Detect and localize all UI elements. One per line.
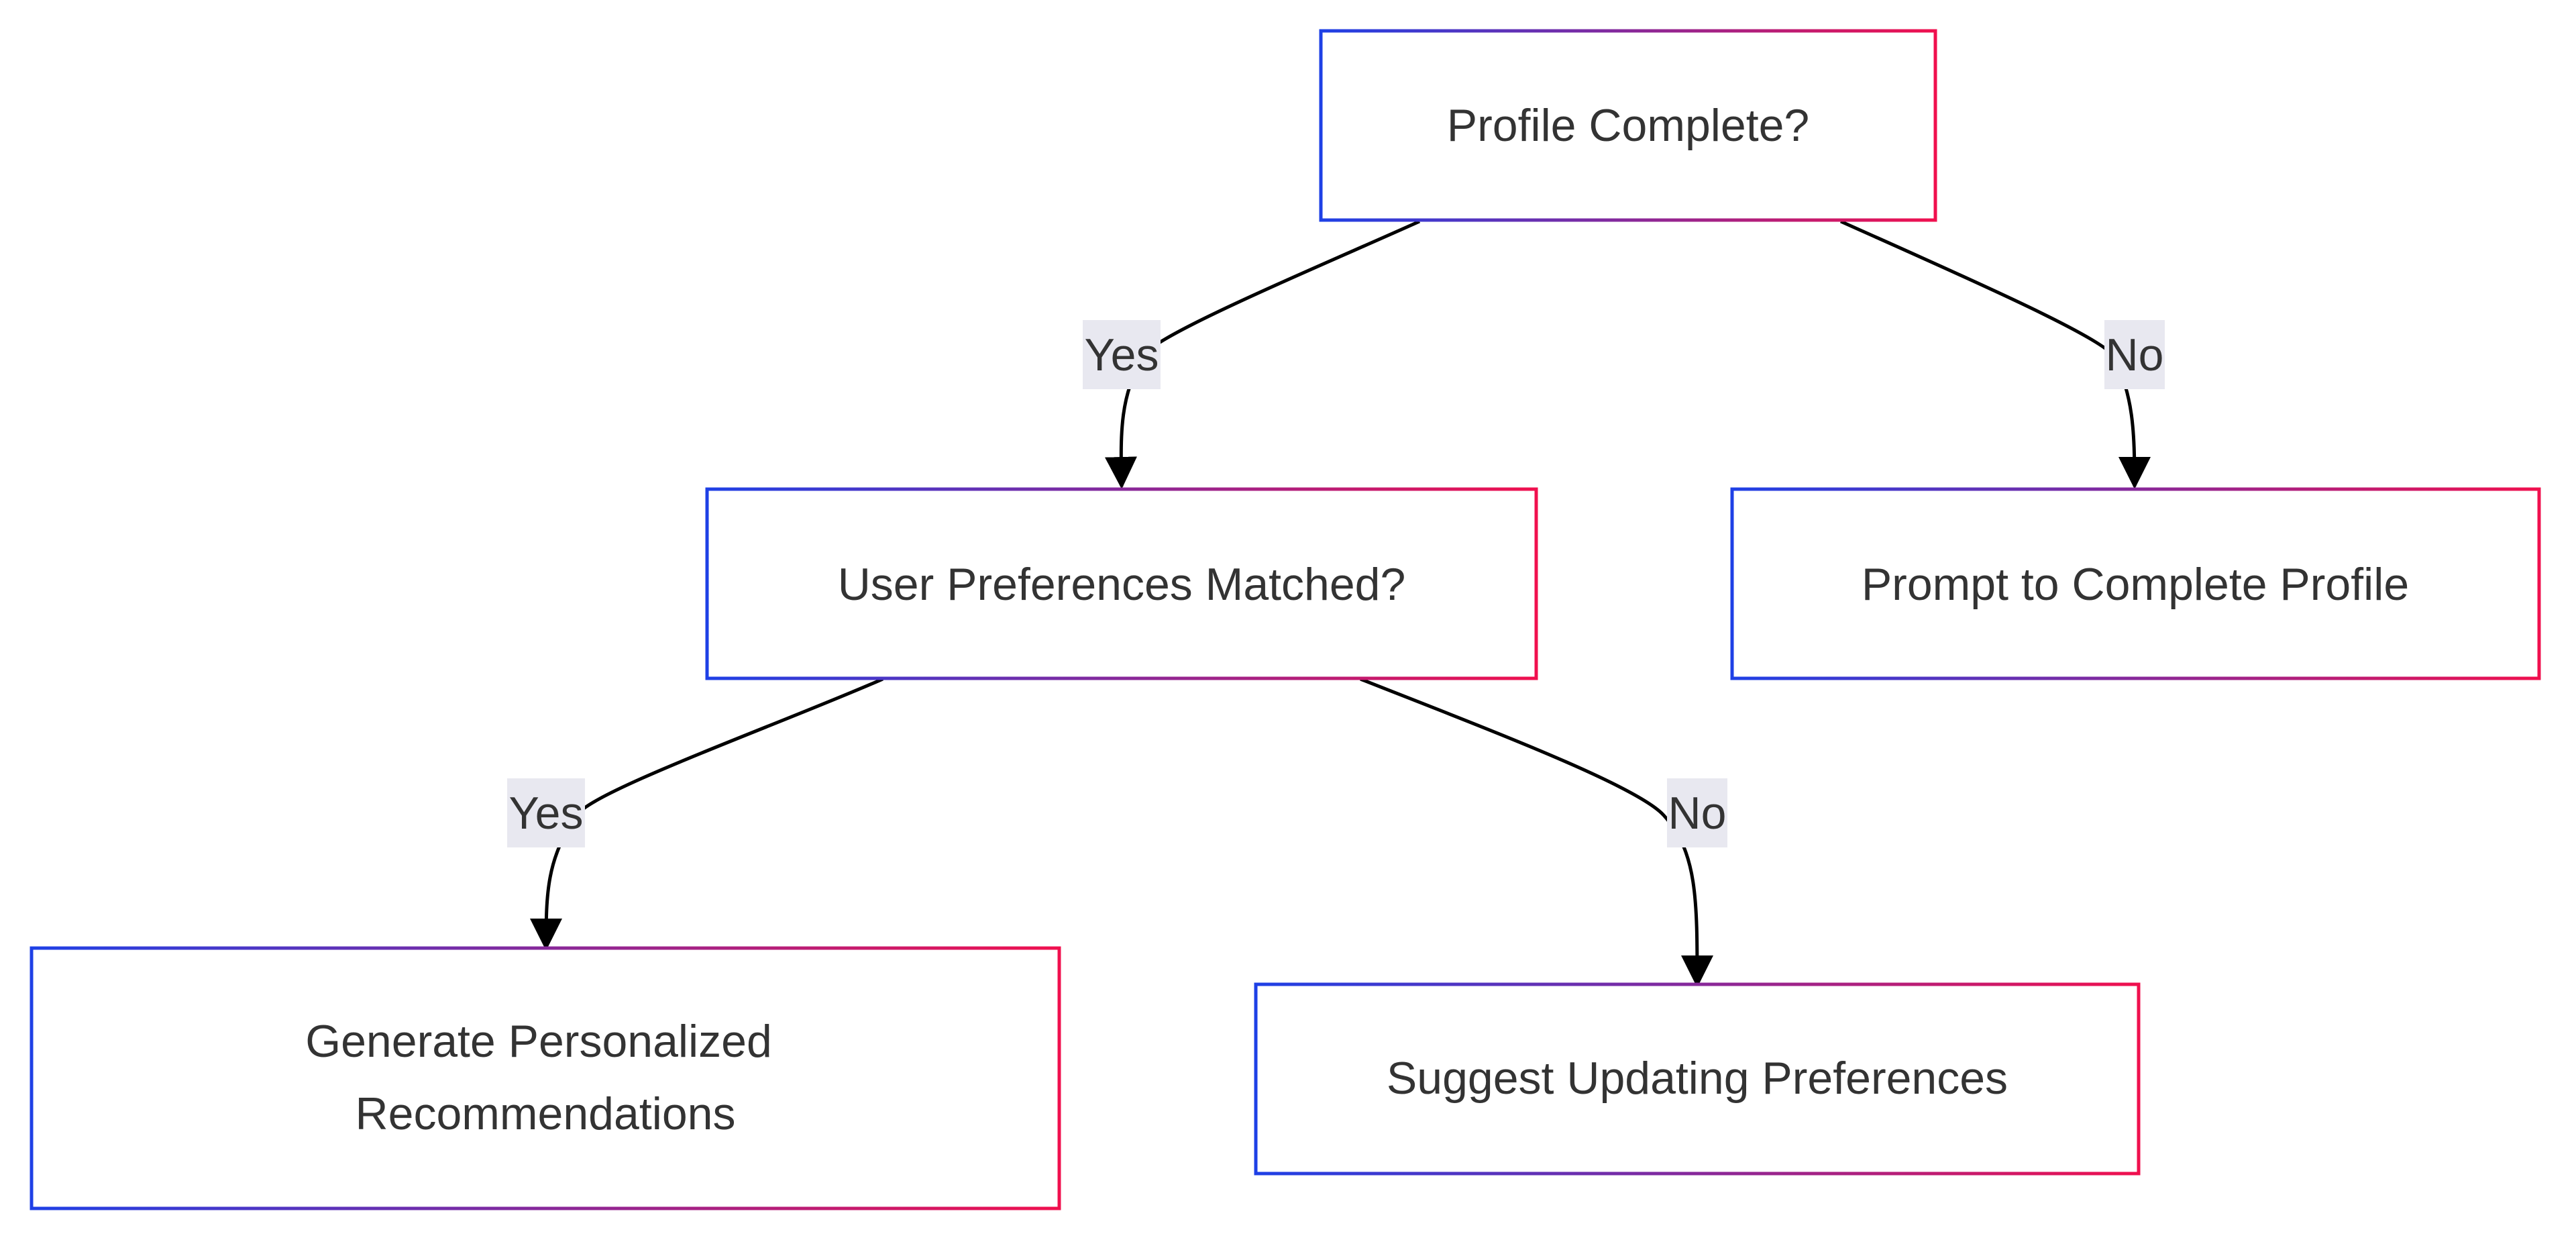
node-profile-complete: Profile Complete?: [1319, 29, 1937, 222]
node-preferences-matched: User Preferences Matched?: [705, 487, 1538, 680]
node-preferences-matched-label: User Preferences Matched?: [838, 559, 1406, 610]
edge-profile-yes: [1104, 219, 1421, 489]
edge-label-profile-no: No: [2104, 320, 2165, 389]
edge-label-prefs-yes-text: Yes: [509, 788, 584, 839]
node-prompt-complete-profile-label: Prompt to Complete Profile: [1862, 559, 2409, 610]
node-prompt-complete-profile: Prompt to Complete Profile: [1730, 487, 2541, 680]
edge-label-prefs-no: No: [1667, 778, 1727, 847]
edge-prefs-no: [1360, 677, 1713, 988]
node-profile-complete-label: Profile Complete?: [1447, 100, 1809, 151]
node-suggest-updating-preferences: Suggest Updating Preferences: [1254, 982, 2141, 1176]
edge-prefs-yes: [530, 677, 883, 951]
edge-label-profile-yes: Yes: [1083, 320, 1161, 389]
edge-profile-no: [1839, 219, 2151, 489]
node-suggest-updating-preferences-label: Suggest Updating Preferences: [1387, 1053, 2008, 1104]
edge-label-prefs-yes: Yes: [507, 778, 585, 847]
node-generate-recommendations-line1: Generate Personalized: [305, 1016, 772, 1067]
node-generate-recommendations-line2: Recommendations: [356, 1088, 736, 1139]
edge-label-profile-no-text: No: [2106, 329, 2164, 380]
edge-label-prefs-no-text: No: [1668, 788, 1727, 839]
edge-label-profile-yes-text: Yes: [1085, 329, 1159, 380]
node-generate-recommendations: Generate Personalized Recommendations: [30, 946, 1061, 1210]
